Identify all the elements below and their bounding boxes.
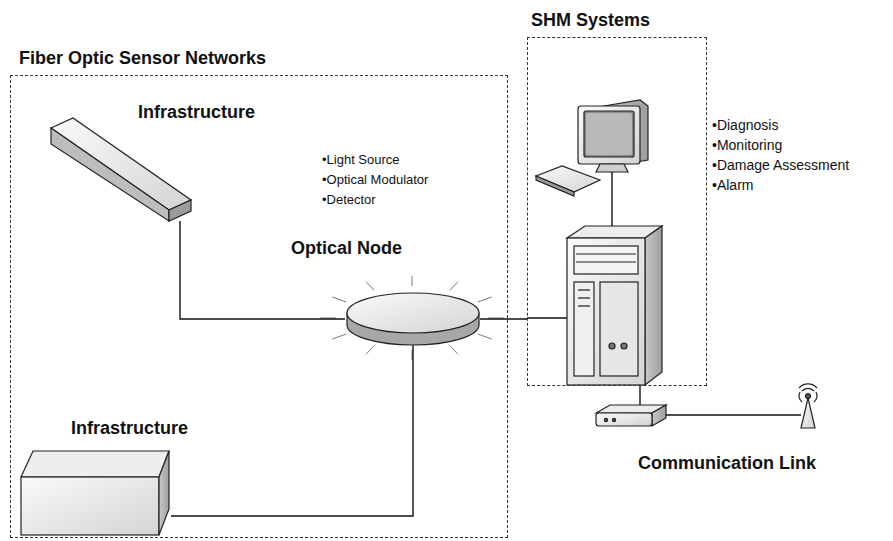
computer-monitor [578,100,648,172]
bullet-item: •Monitoring [712,137,782,154]
antenna [799,384,817,428]
router [596,405,666,426]
disc-shape [345,291,481,347]
wire [666,414,801,415]
ray [478,334,492,339]
ray [366,346,374,355]
fiber-link [180,221,345,319]
infrastructure-beam: Infrastructure [49,116,193,223]
signal-rays [320,276,504,360]
wire [611,172,612,227]
infrastructure-block: Infrastructure [19,449,171,537]
wire [527,317,567,318]
bullet-item: •Alarm [712,177,753,194]
bullet-item: •Light Source [322,152,400,168]
sensor-network-region: Fiber Optic Sensor NetworksInfrastructur… [10,75,508,538]
wire [639,385,640,407]
ray [450,282,458,291]
node-heading: Fiber Optic Sensor Networks [19,47,266,69]
ray [366,282,374,291]
ray [412,276,413,286]
bullet-item: •Optical Modulator [322,172,428,188]
ray [332,297,346,302]
link-label: Communication Link [638,452,816,474]
bullet-item: •Detector [322,192,376,208]
ray [478,297,492,302]
ray [332,334,346,339]
block-shape [19,449,171,537]
beam-shape [49,116,193,223]
node-heading: SHM Systems [531,9,650,31]
bullet-item: •Damage Assessment [712,157,849,174]
bullet-item: •Diagnosis [712,117,778,134]
node-heading: Infrastructure [138,101,255,123]
node-heading: Optical Node [291,237,402,259]
server-tower [567,226,662,385]
ray [450,346,458,355]
shm-region: SHM Systems [527,37,707,386]
optical-node: Optical Node [345,291,481,347]
keyboard [536,166,600,196]
fiber-link [480,318,527,319]
fiber-link [171,345,413,516]
node-heading: Infrastructure [71,417,188,439]
